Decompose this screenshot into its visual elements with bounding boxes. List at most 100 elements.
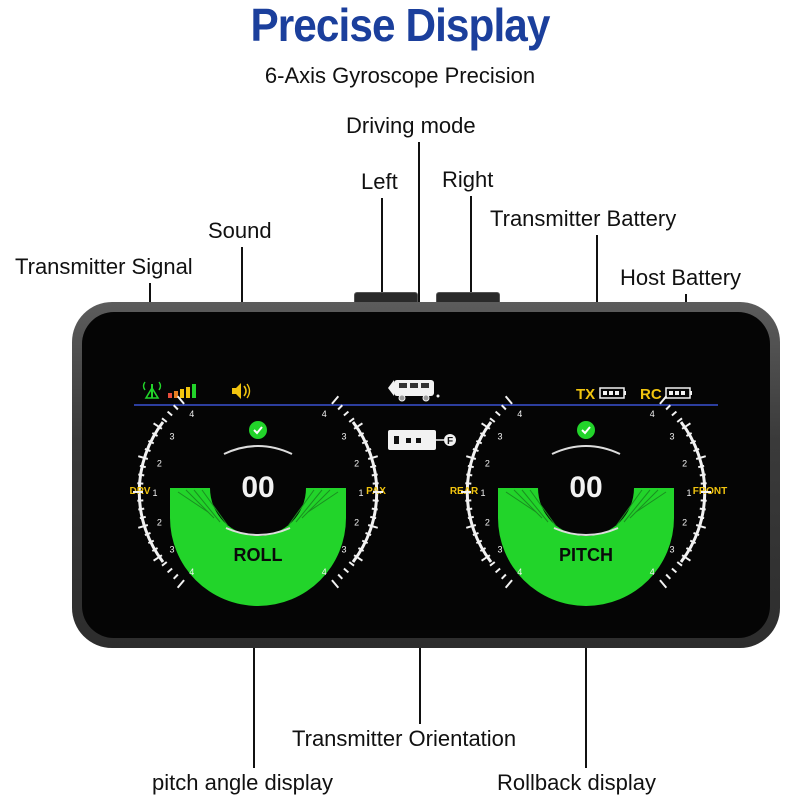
pitch-label: PITCH [559,545,613,565]
pitch-tick [494,410,501,417]
pitch-tick [699,473,706,477]
device-screen: TX RC F [82,312,770,638]
pitch-tick [467,515,474,520]
page-subtitle: 6-Axis Gyroscope Precision [264,63,536,88]
roll-tick [176,395,185,405]
roll-tick [361,439,369,445]
pitch-tick [494,567,501,574]
roll-tick-label: 1 [358,488,363,498]
roll-tick [161,561,168,567]
roll-tick [361,539,369,545]
pitch-tick [466,507,473,511]
pitch-tick [689,439,697,445]
rc-label: RC [640,386,662,403]
pitch-tick [465,455,477,460]
pitch-tick [698,515,705,520]
leader-line-rollback [585,576,587,768]
pitch-tick [681,422,691,430]
pitch-tick [695,524,707,529]
pitch-tick [699,507,706,511]
sound-speaker-icon [232,383,251,399]
roll-tick [176,579,185,589]
callout-right: Right [442,167,494,192]
roll-tick-label: 4 [322,567,327,577]
roll-tick [161,417,168,423]
roll-tick [137,524,149,529]
roll-tick [144,448,151,453]
screen-canvas: TX RC F [130,380,727,606]
pitch-tick [489,417,496,423]
transmitter-orientation-icon [388,430,456,450]
pitch-tick-label: 4 [517,567,522,577]
pitch-tick [500,404,507,411]
roll-tick-label: 2 [354,458,359,468]
pitch-tick-label: 3 [670,431,675,441]
pitch-tick [698,464,705,469]
pitch-tick-label: 1 [480,488,485,498]
pitch-tick [500,573,507,580]
driving-mode-rv-icon [388,380,440,402]
roll-tick-label: 4 [322,409,327,419]
callout-transmitter-signal: Transmitter Signal [15,254,193,279]
pitch-tick [693,531,700,536]
roll-tick [371,507,378,511]
left-hardware-button[interactable] [354,292,418,305]
roll-tick-label: 3 [169,545,174,555]
roll-tick [144,531,151,536]
roll-tick [153,554,163,562]
pitch-tick [693,448,700,453]
pitch-tick [489,561,496,567]
pitch-tick [504,579,513,589]
roll-tick [343,410,350,417]
roll-tick [153,422,163,430]
roll-tick [343,567,350,574]
roll-tick [353,554,363,562]
roll-tick [151,432,159,437]
roll-tick [348,417,355,423]
roll-tick-label: 3 [342,545,347,555]
roll-tick-label: 3 [169,431,174,441]
right-hardware-button[interactable] [436,292,500,305]
roll-tick [139,464,146,469]
pitch-tick [671,410,678,417]
roll-tick-label: 4 [189,567,194,577]
pitch-tick [689,539,697,545]
roll-label: ROLL [234,545,283,565]
roll-tick [166,410,173,417]
callout-sound: Sound [208,218,272,243]
pitch-tick [481,422,491,430]
roll-tick [357,547,365,552]
roll-tick [365,531,372,536]
pitch-tick [475,539,483,545]
pitch-tick [472,448,479,453]
pitch-tick [479,547,487,552]
host-battery-icon [665,387,692,399]
pitch-tick [504,395,513,405]
tx-label: TX [576,386,595,403]
pitch-tick-label: 2 [485,518,490,528]
callout-rollback-display: Rollback display [497,770,656,795]
roll-tick [172,404,179,411]
roll-tick [166,567,173,574]
callout-host-battery: Host Battery [620,265,742,290]
roll-tick [353,422,363,430]
pitch-ok-icon [577,421,595,439]
pitch-tick-label: 3 [497,431,502,441]
pitch-tick [665,573,672,580]
pitch-tick [479,432,487,437]
callout-left: Left [361,169,398,194]
callout-transmitter-orientation: Transmitter Orientation [292,726,517,751]
pitch-tick-label: 2 [682,518,687,528]
roll-tick [371,473,378,477]
roll-tick [138,507,145,511]
pitch-value: 00 [569,471,602,504]
roll-tick [357,432,365,437]
roll-tick [337,404,344,411]
roll-ok-icon [249,421,267,439]
callout-pitch-angle-display: pitch angle display [152,770,334,795]
pitch-tick [481,554,491,562]
pitch-tick [467,464,474,469]
roll-tick-label: 4 [189,409,194,419]
pitch-tick [685,432,693,437]
